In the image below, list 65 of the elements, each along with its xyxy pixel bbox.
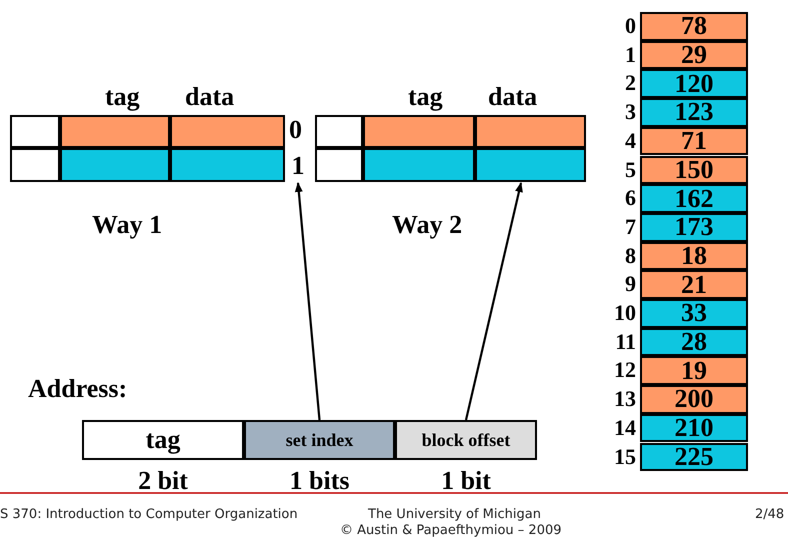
memory-cell: 21 xyxy=(640,270,748,299)
memory-cell: 123 xyxy=(640,98,748,127)
memory-cell: 210 xyxy=(640,414,748,442)
valid-bit-cell xyxy=(10,115,60,148)
footer-text: The University of Michigan xyxy=(368,508,541,521)
arrow xyxy=(294,182,321,420)
address-number: 9 xyxy=(625,273,636,296)
footer-text: S 370: Introduction to Computer Organization xyxy=(0,508,298,521)
data-cell xyxy=(475,115,586,148)
address-number: 0 xyxy=(625,15,636,37)
data-cell xyxy=(170,148,285,182)
address-number: 2 xyxy=(625,72,636,94)
valid-bit-cell xyxy=(315,148,363,182)
column-heading: tag xyxy=(408,84,443,110)
address-number: 13 xyxy=(614,388,636,410)
address-field: block offset xyxy=(395,420,537,460)
column-heading: data xyxy=(185,84,234,110)
data-cell xyxy=(170,115,285,148)
address-number: 12 xyxy=(614,359,636,382)
page-number: 2/48 xyxy=(755,508,784,521)
memory-cell: 162 xyxy=(640,184,748,213)
footer-text: © Austin & Papaefthymiou – 2009 xyxy=(340,524,562,537)
memory-cell: 78 xyxy=(640,12,748,41)
address-number: 11 xyxy=(615,330,636,353)
memory-cell: 225 xyxy=(640,442,748,472)
column-heading: tag xyxy=(105,84,140,110)
row-index: 1 xyxy=(287,150,309,182)
memory-cell: 150 xyxy=(640,156,748,184)
tag-cell xyxy=(363,148,475,182)
memory-cell: 28 xyxy=(640,328,748,356)
address-number: 15 xyxy=(614,446,636,468)
address-number: 7 xyxy=(625,216,636,238)
memory-cell: 29 xyxy=(640,40,748,70)
way-label: Way 2 xyxy=(392,212,462,238)
address-number: 3 xyxy=(625,101,636,124)
address-number: 4 xyxy=(625,130,636,152)
address-number: 10 xyxy=(614,302,636,324)
address-number: 5 xyxy=(625,158,636,180)
address-heading: Address: xyxy=(28,376,128,402)
bit-width-label: 1 bits xyxy=(288,468,350,494)
memory-cell: 120 xyxy=(640,69,748,98)
memory-cell: 33 xyxy=(640,299,748,328)
tag-cell xyxy=(60,115,170,148)
column-heading: data xyxy=(488,84,538,110)
memory-cell: 18 xyxy=(640,242,748,270)
valid-bit-cell xyxy=(315,115,363,148)
tag-cell xyxy=(363,115,475,148)
valid-bit-cell xyxy=(10,148,60,182)
address-number: 6 xyxy=(625,187,636,210)
memory-cell: 71 xyxy=(640,126,748,156)
memory-cell: 19 xyxy=(640,356,748,386)
address-field: tag xyxy=(82,420,244,460)
address-number: 1 xyxy=(625,44,636,66)
tag-cell xyxy=(60,148,170,182)
bit-width-label: 2 bit xyxy=(137,468,189,494)
memory-cell: 173 xyxy=(640,212,748,242)
data-cell xyxy=(475,148,586,182)
row-index: 0 xyxy=(289,117,302,143)
arrow xyxy=(464,182,523,420)
bit-width-label: 1 bit xyxy=(440,468,492,494)
way-label: Way 1 xyxy=(92,212,162,238)
address-number: 8 xyxy=(625,244,636,267)
address-number: 14 xyxy=(614,416,636,439)
memory-cell: 200 xyxy=(640,385,748,414)
address-field: set index xyxy=(244,420,395,460)
